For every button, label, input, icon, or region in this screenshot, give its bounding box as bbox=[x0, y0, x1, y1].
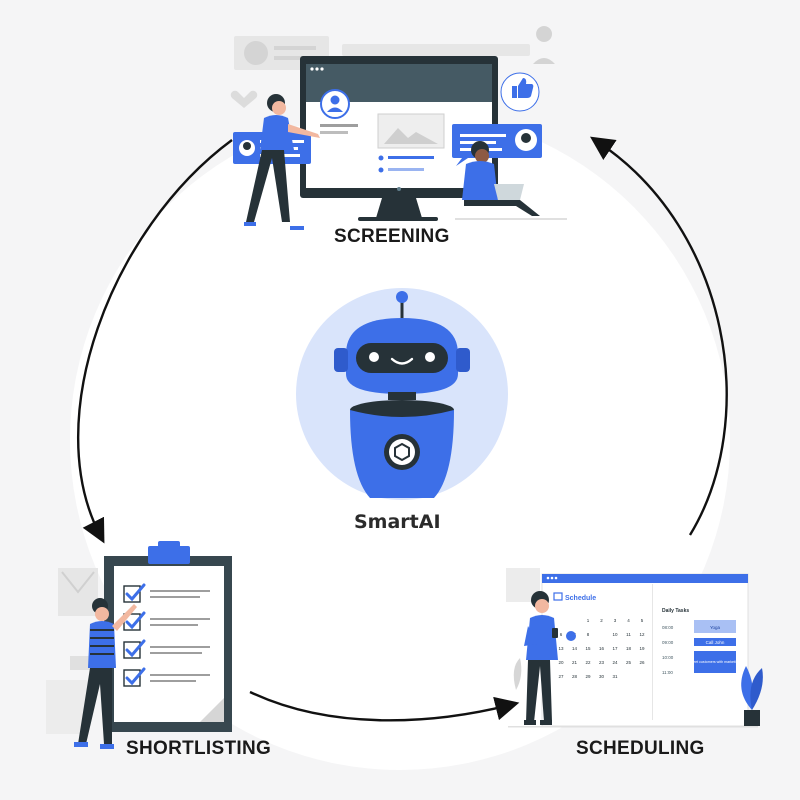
svg-text:Meet customers with marketing: Meet customers with marketing bbox=[690, 660, 740, 664]
calendar-day: 30 bbox=[599, 674, 605, 679]
calendar-day: 1 bbox=[587, 618, 590, 623]
task-yoga bbox=[694, 620, 736, 633]
calendar-day: 18 bbox=[626, 646, 632, 651]
task-time: 10:00 bbox=[662, 655, 674, 660]
calendar-day: 17 bbox=[612, 646, 618, 651]
calendar-day: 28 bbox=[572, 674, 578, 679]
calendar-day: 21 bbox=[572, 660, 578, 665]
task-meet-customers bbox=[694, 651, 736, 673]
calendar-day: 6 bbox=[560, 632, 563, 637]
calendar-day: 14 bbox=[572, 646, 578, 651]
calendar-day: 2 bbox=[600, 618, 603, 623]
task-time: 09:00 bbox=[662, 640, 674, 645]
calendar-day: 11 bbox=[626, 632, 631, 637]
arrow-screening-to-shortlisting bbox=[77, 139, 233, 544]
calendar-day: 5 bbox=[641, 618, 644, 623]
calendar-day: 10 bbox=[612, 632, 618, 637]
calendar-day: 4 bbox=[627, 618, 630, 623]
calendar-day: 12 bbox=[639, 632, 645, 637]
arrow-shortlisting-to-scheduling bbox=[249, 690, 520, 722]
calendar-day: 26 bbox=[639, 660, 645, 665]
smartai-label: SmartAI bbox=[354, 511, 441, 533]
svg-text:Yoga: Yoga bbox=[710, 625, 721, 630]
calendar-day: 27 bbox=[558, 674, 564, 679]
calendar-day: 24 bbox=[612, 660, 618, 665]
calendar-day: 15 bbox=[585, 646, 591, 651]
calendar-day: 29 bbox=[585, 674, 591, 679]
arrow-scheduling-to-screening bbox=[590, 136, 728, 536]
scheduling-label: SCHEDULING bbox=[576, 738, 705, 759]
calendar-grid: 1234567891011121314151617181920212223242… bbox=[558, 618, 645, 679]
schedule-title: Schedule bbox=[565, 595, 596, 602]
calendar-day: 22 bbox=[585, 660, 591, 665]
calendar-day: 13 bbox=[558, 646, 564, 651]
task-call-john bbox=[694, 638, 736, 646]
svg-text:Call John: Call John bbox=[706, 640, 725, 645]
calendar-day: 3 bbox=[614, 618, 617, 623]
calendar-day: 31 bbox=[612, 674, 618, 679]
daily-tasks-title: Daily Tasks bbox=[662, 608, 689, 614]
calendar-day: 23 bbox=[599, 660, 605, 665]
calendar-day: 25 bbox=[626, 660, 632, 665]
checklist bbox=[123, 585, 141, 687]
calendar-day: 19 bbox=[639, 646, 645, 651]
screening-label: SCREENING bbox=[334, 226, 450, 247]
calendar-day: 20 bbox=[558, 660, 564, 665]
shortlisting-label: SHORTLISTING bbox=[126, 738, 272, 759]
task-time: 08:00 bbox=[662, 625, 674, 630]
calendar-day: 8 bbox=[587, 632, 590, 637]
daily-task-times: 08:00 09:00 10:00 11:00 bbox=[662, 625, 674, 675]
calendar-day: 9 bbox=[600, 632, 603, 637]
task-time: 11:00 bbox=[662, 670, 673, 675]
calendar-day: 16 bbox=[599, 646, 605, 651]
